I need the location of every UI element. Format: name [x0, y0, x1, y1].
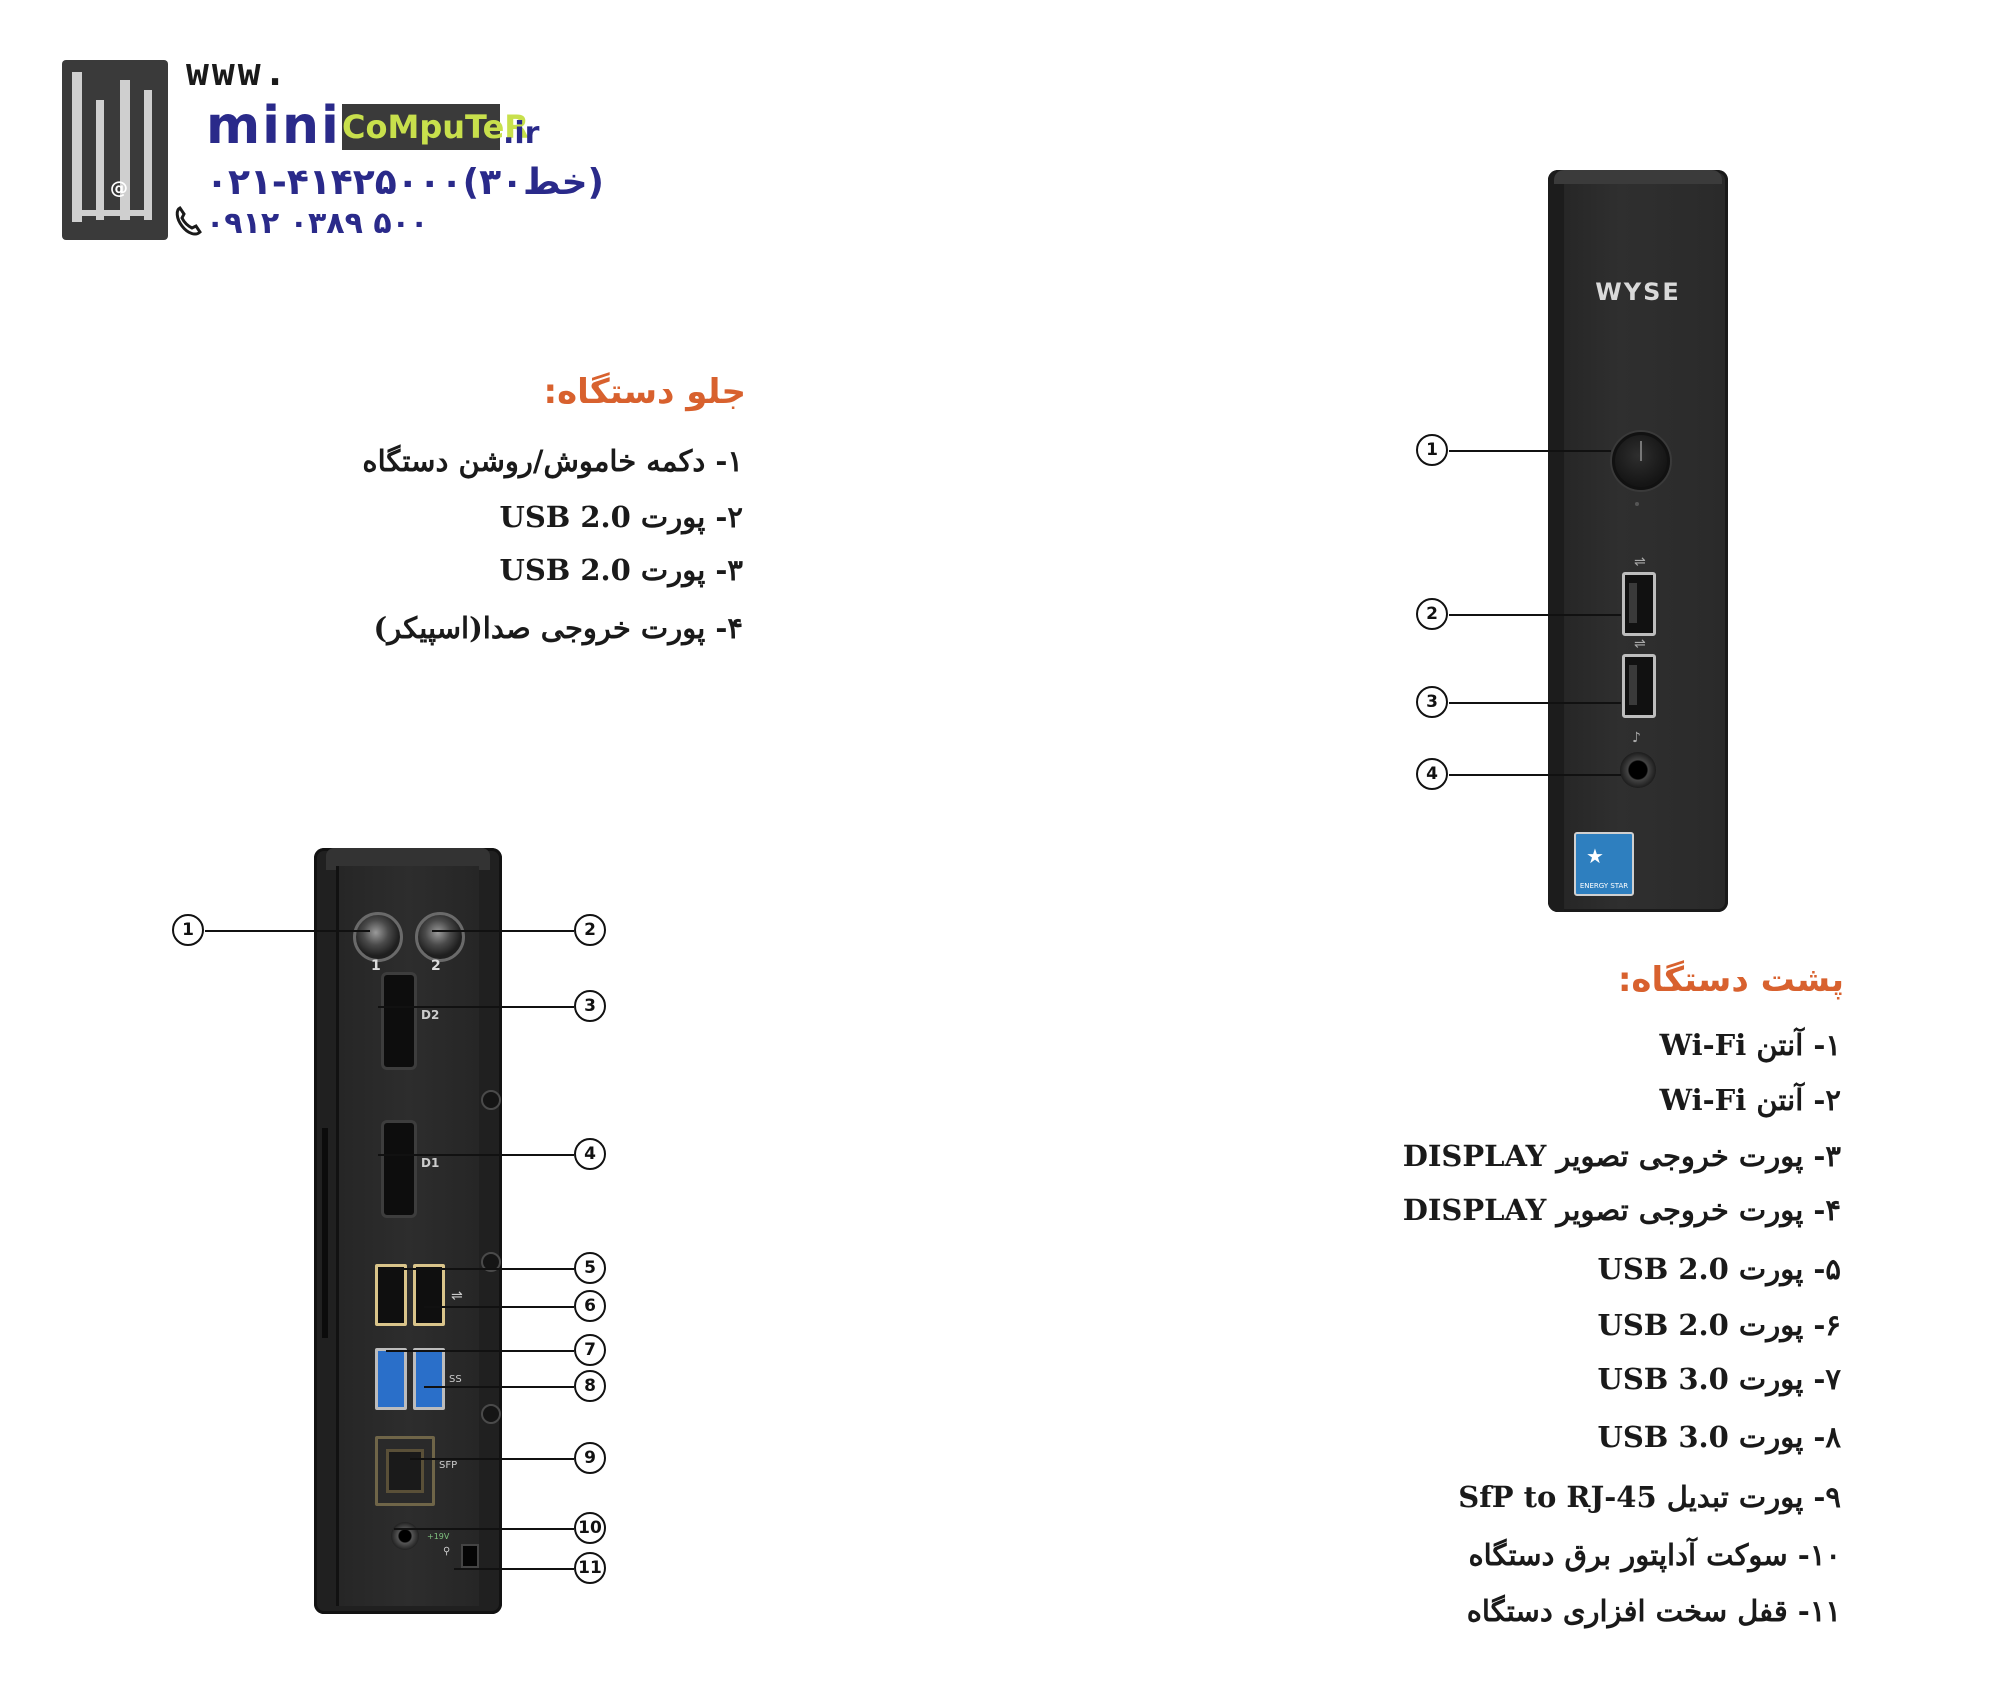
- antenna-label-1: 1: [371, 958, 381, 974]
- front-item-1: ۱- دکمه خاموش/روشن دستگاه: [362, 444, 743, 478]
- logo-emblem: @: [62, 60, 168, 240]
- usb3-label: SS: [449, 1374, 462, 1385]
- screw: [481, 1252, 501, 1272]
- front-callout-1: 1: [1416, 434, 1448, 466]
- back-callout-6: 6: [574, 1290, 606, 1322]
- front-leader-line-4: [1449, 774, 1621, 776]
- back-leader-line-2: [432, 930, 574, 932]
- front-callout-3: 3: [1416, 686, 1448, 718]
- back-leader-line-6: [424, 1306, 574, 1308]
- usb-icon: ⇌: [1634, 636, 1646, 652]
- front-leader-line-1: [1449, 450, 1611, 452]
- power-button: [1612, 432, 1670, 490]
- phone-icon: [175, 206, 202, 236]
- logo-phone-mobile: ۰۹۱۲ ۰۳۸۹ ۵۰۰: [206, 206, 429, 241]
- back-callout-3: 3: [574, 990, 606, 1022]
- front-leader-line-3: [1449, 702, 1621, 704]
- back-item-3: ۳- پورت خروجی تصویر DISPLAY: [1402, 1139, 1841, 1173]
- front-leader-line-2: [1449, 614, 1621, 616]
- logo-tld: .ir: [503, 116, 540, 151]
- antenna-label-2: 2: [431, 958, 441, 974]
- front-usb-port-1: [1622, 572, 1656, 636]
- back-leader-line-9: [410, 1458, 574, 1460]
- headphone-icon: ♪: [1632, 730, 1641, 746]
- antenna-connector-1: [353, 912, 403, 962]
- screw: [481, 1090, 501, 1110]
- back-leader-line-7: [386, 1350, 574, 1352]
- logo-www: www.: [186, 50, 290, 94]
- back-callout-10: 10: [574, 1512, 606, 1544]
- back-callout-5: 5: [574, 1252, 606, 1284]
- back-usb3-port-1: [375, 1348, 407, 1410]
- logo-computer: CoMpuTeR: [342, 104, 529, 150]
- front-callout-4: 4: [1416, 758, 1448, 790]
- lock-icon: ⚲: [443, 1546, 451, 1557]
- usb-icon: ⇌: [1634, 554, 1646, 570]
- device-brand: WYSE: [1595, 278, 1681, 306]
- back-title: پشت دستگاه:: [1617, 960, 1844, 1000]
- back-callout-8: 8: [574, 1370, 606, 1402]
- antenna-connector-2: [415, 912, 465, 962]
- logo-phone-landline: ۰۲۱-۴۱۴۲۵۰۰۰(۳۰خط): [206, 162, 604, 203]
- front-item-3: ۳- پورت USB 2.0: [499, 553, 743, 587]
- back-callout-11: 11: [574, 1552, 606, 1584]
- back-item-11: ۱۱- قفل سخت افزاری دستگاه: [1466, 1594, 1841, 1628]
- displayport-label-2: D2: [421, 1008, 440, 1022]
- back-item-1: ۱- آنتن Wi-Fi: [1659, 1028, 1841, 1062]
- sfp-port: [375, 1436, 435, 1506]
- back-item-8: ۸- پورت USB 3.0: [1597, 1420, 1841, 1454]
- back-callout-1: 1: [172, 914, 204, 946]
- back-item-5: ۵- پورت USB 2.0: [1597, 1252, 1841, 1286]
- back-leader-line-5: [386, 1268, 574, 1270]
- front-usb-port-2: [1622, 654, 1656, 718]
- back-callout-9: 9: [574, 1442, 606, 1474]
- displayport-label-1: D1: [421, 1156, 440, 1170]
- back-item-9: ۹- پورت تبدیل SfP to RJ-45: [1458, 1480, 1841, 1514]
- power-label: +19V: [427, 1532, 450, 1541]
- back-leader-line-3: [378, 1006, 574, 1008]
- back-leader-line-4: [378, 1154, 574, 1156]
- energy-star-logo: ★ ENERGY STAR: [1574, 832, 1634, 896]
- front-device-image: WYSE ⇌ ⇌ ♪ ★ ENERGY STAR: [1548, 170, 1728, 912]
- back-item-10: ۱۰- سوکت آداپتور برق دستگاه: [1468, 1538, 1841, 1572]
- screw: [481, 1404, 501, 1424]
- back-usb2-port-1: [375, 1264, 407, 1326]
- back-item-7: ۷- پورت USB 3.0: [1597, 1362, 1841, 1396]
- back-usb2-port-2: [413, 1264, 445, 1326]
- front-title: جلو دستگاه:: [543, 372, 746, 412]
- displayport-1: [381, 1120, 417, 1218]
- back-callout-2: 2: [574, 914, 606, 946]
- side-vent: [322, 1128, 328, 1338]
- usb-icon: ⇌: [451, 1288, 463, 1304]
- security-lock-slot: [461, 1544, 479, 1568]
- audio-jack: [1620, 752, 1656, 788]
- displayport-2: [381, 972, 417, 1070]
- power-led: [1635, 502, 1639, 506]
- back-leader-line-10: [394, 1528, 574, 1530]
- back-leader-line-8: [424, 1386, 574, 1388]
- back-leader-line-1: [205, 930, 370, 932]
- back-callout-7: 7: [574, 1334, 606, 1366]
- back-item-2: ۲- آنتن Wi-Fi: [1659, 1083, 1841, 1117]
- sfp-label: SFP: [439, 1460, 458, 1471]
- front-callout-2: 2: [1416, 598, 1448, 630]
- back-callout-4: 4: [574, 1138, 606, 1170]
- back-usb3-port-2: [413, 1348, 445, 1410]
- front-item-2: ۲- پورت USB 2.0: [499, 500, 743, 534]
- logo-mini: mini: [206, 96, 341, 156]
- back-leader-line-11: [454, 1568, 574, 1570]
- back-device-image: 1 2 D2 D1 ⇌ SS SFP +19V ⚲: [314, 848, 502, 1614]
- front-item-4: ۴- پورت خروجی صدا(اسپیکر): [373, 611, 743, 645]
- back-item-4: ۴- پورت خروجی تصویر DISPLAY: [1402, 1193, 1841, 1227]
- dc-power-jack: [391, 1522, 419, 1550]
- energy-star-label: ENERGY STAR: [1579, 882, 1629, 890]
- back-item-6: ۶- پورت USB 2.0: [1597, 1308, 1841, 1342]
